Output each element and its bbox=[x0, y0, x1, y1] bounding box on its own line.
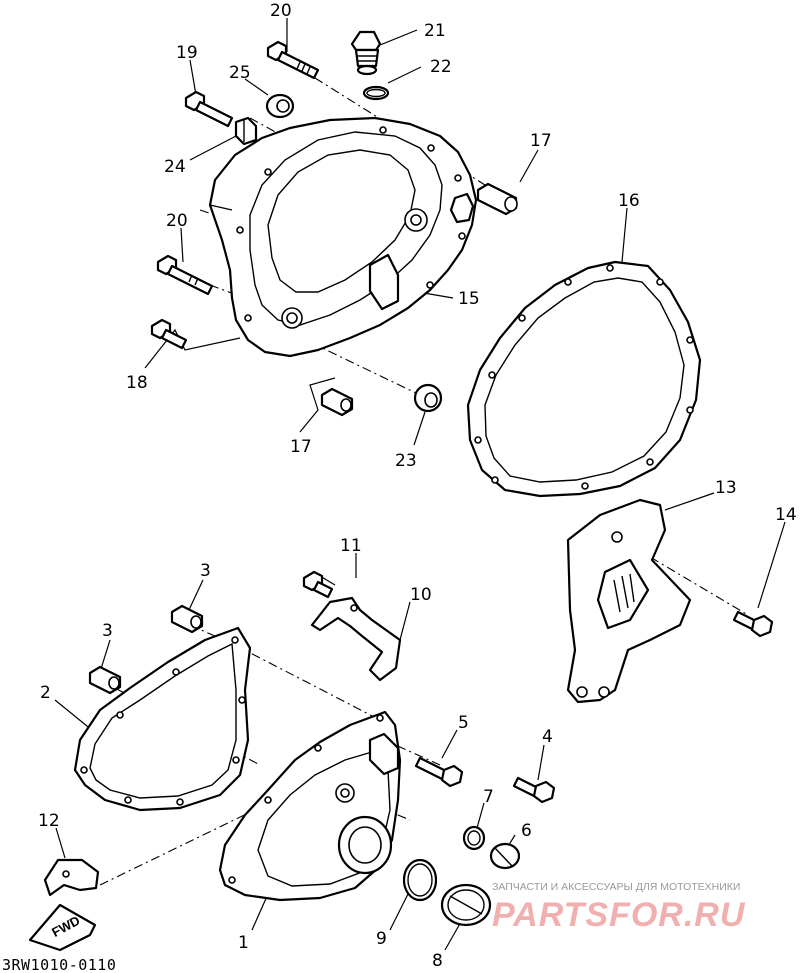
callout-18: 18 bbox=[126, 373, 148, 393]
callout-19: 19 bbox=[176, 43, 198, 63]
callout-8: 8 bbox=[432, 951, 443, 971]
crankcase-cover-15 bbox=[208, 116, 478, 358]
oil-seal-25 bbox=[265, 93, 295, 119]
oil-filler-plug-21 bbox=[350, 30, 382, 76]
bolt-20-top bbox=[266, 40, 320, 80]
callout-2: 2 bbox=[40, 683, 51, 703]
plug-8 bbox=[440, 883, 492, 927]
bracket-10 bbox=[310, 596, 402, 682]
callout-23: 23 bbox=[395, 451, 417, 471]
callout-20-left: 20 bbox=[166, 211, 188, 231]
watermark: ЗАПЧАСТИ И АКСЕССУАРЫ ДЛЯ МОТОТЕХНИКИ PA… bbox=[492, 881, 746, 934]
callout-25: 25 bbox=[229, 63, 251, 83]
bolt-11 bbox=[302, 570, 334, 599]
watermark-caption: ЗАПЧАСТИ И АКСЕССУАРЫ ДЛЯ МОТОТЕХНИКИ bbox=[492, 881, 740, 893]
drawing-code: 3RW1010-0110 bbox=[2, 956, 116, 973]
callout-24: 24 bbox=[164, 157, 186, 177]
watermark-logo: PARTSFOR.RU bbox=[492, 896, 746, 934]
bolt-18 bbox=[150, 318, 188, 350]
callout-17-top: 17 bbox=[530, 131, 552, 151]
o-ring-22 bbox=[362, 85, 390, 101]
bolt-14 bbox=[732, 610, 774, 638]
callout-7: 7 bbox=[483, 787, 494, 807]
callout-4: 4 bbox=[542, 727, 553, 747]
callout-17-bottom: 17 bbox=[290, 437, 312, 457]
callout-numbers: 20 21 22 25 19 24 17 20 16 15 18 17 23 1… bbox=[38, 1, 797, 971]
bolt-20-left bbox=[156, 254, 214, 296]
callout-15: 15 bbox=[458, 289, 480, 309]
callout-9: 9 bbox=[376, 929, 387, 949]
o-ring-7 bbox=[462, 825, 486, 851]
callout-10: 10 bbox=[410, 585, 432, 605]
gasket-2 bbox=[73, 626, 252, 812]
dowel-pin-3-lower bbox=[88, 665, 122, 695]
bolt-4 bbox=[512, 776, 556, 804]
callout-5: 5 bbox=[458, 713, 469, 733]
o-ring-9 bbox=[402, 858, 438, 902]
callout-13: 13 bbox=[715, 478, 737, 498]
callout-21: 21 bbox=[424, 21, 446, 41]
callout-6: 6 bbox=[521, 821, 532, 841]
callout-1: 1 bbox=[238, 933, 249, 953]
oil-seal-23 bbox=[413, 383, 443, 413]
plug-6 bbox=[489, 842, 521, 870]
callout-12: 12 bbox=[38, 811, 60, 831]
clamp-24 bbox=[234, 116, 258, 146]
dowel-pin-17-top bbox=[476, 182, 518, 216]
dowel-pin-17-bottom bbox=[320, 387, 354, 417]
callout-11: 11 bbox=[340, 536, 362, 556]
bracket-12 bbox=[43, 858, 100, 897]
dowel-pin-3-upper bbox=[170, 604, 204, 634]
callout-20-top: 20 bbox=[270, 1, 292, 21]
sprocket-cover-13 bbox=[566, 498, 692, 704]
callout-3-upper: 3 bbox=[200, 561, 211, 581]
callout-16: 16 bbox=[618, 191, 640, 211]
fwd-arrow: FWD bbox=[28, 903, 97, 952]
bolt-5 bbox=[414, 756, 464, 788]
callout-14: 14 bbox=[775, 505, 797, 525]
callout-22: 22 bbox=[430, 57, 452, 77]
bolt-19 bbox=[184, 90, 234, 128]
gasket-16 bbox=[466, 260, 702, 498]
callout-3-lower: 3 bbox=[102, 621, 113, 641]
crankcase-cover-1 bbox=[218, 710, 402, 902]
